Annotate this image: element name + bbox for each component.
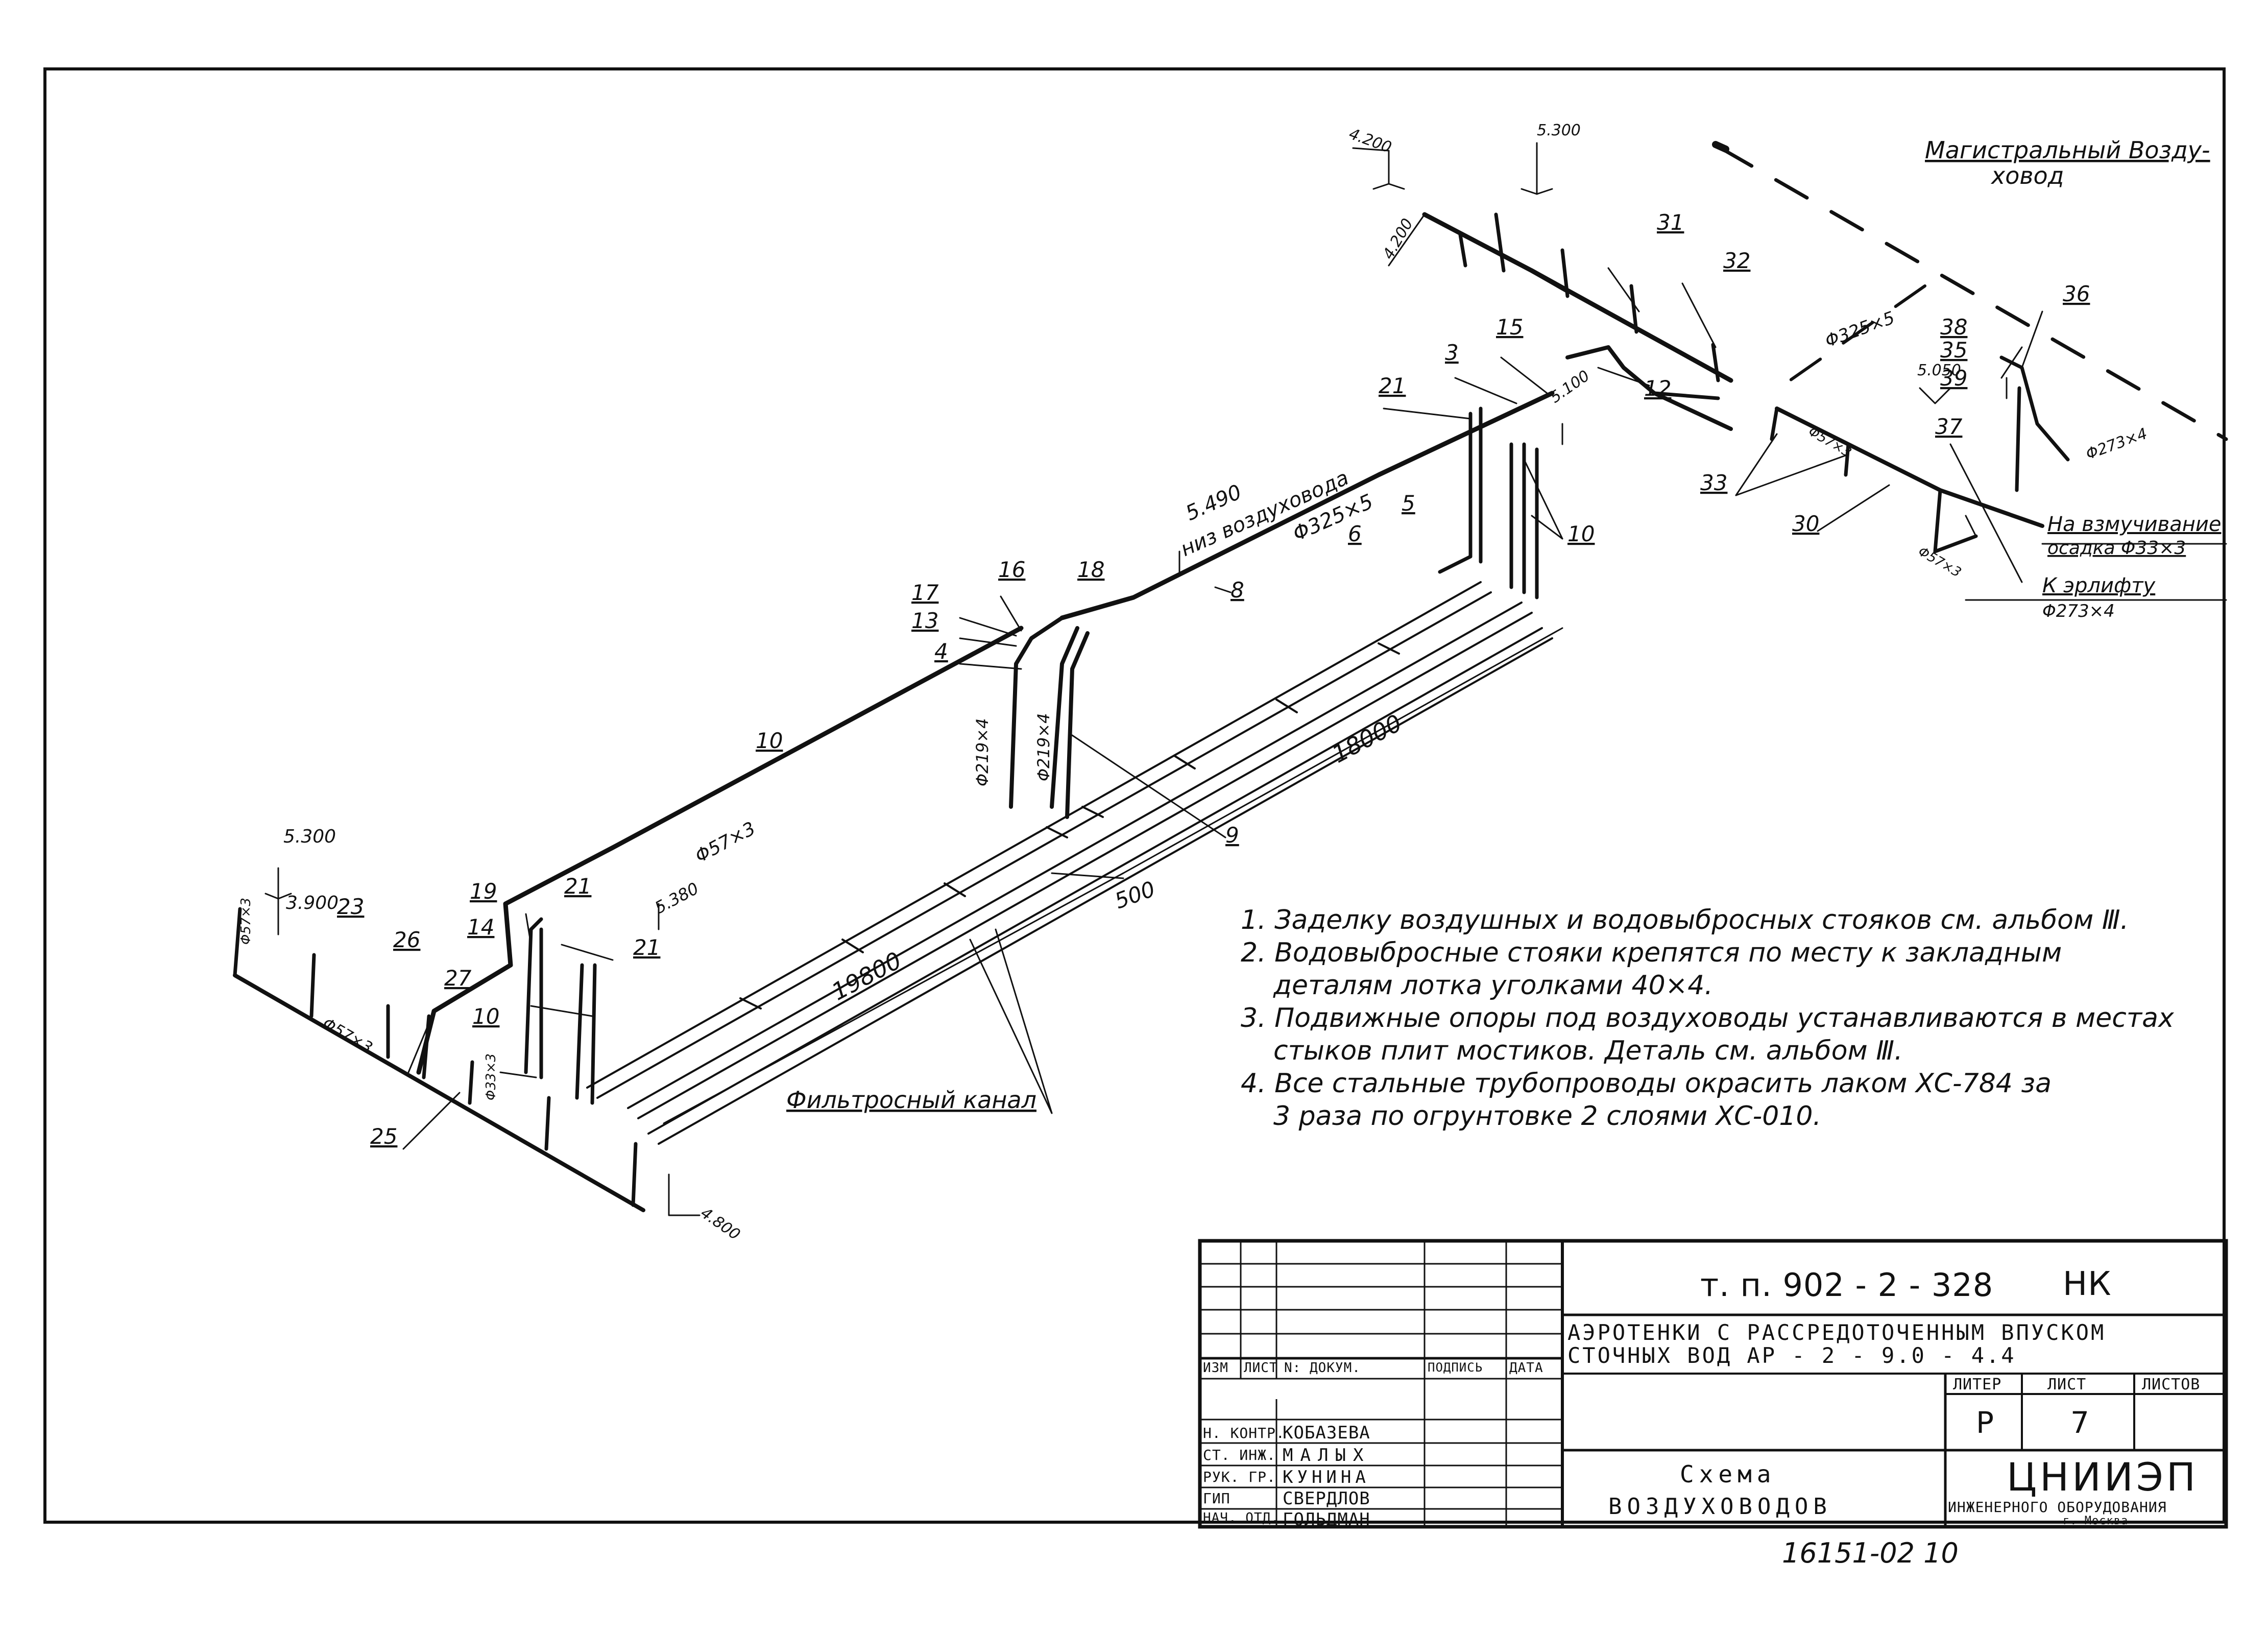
callout: 10	[472, 1004, 499, 1029]
elevation-mark: 5.300	[283, 826, 336, 847]
staff-name: КУНИНА	[1283, 1467, 1370, 1487]
project-code: т. п. 902 - 2 - 328	[1700, 1266, 1994, 1304]
callout: 10	[756, 728, 783, 753]
callout: 31	[1657, 210, 1684, 235]
airlift-label-1: К эрлифту	[2042, 574, 2156, 597]
callout: 3	[1445, 340, 1459, 365]
elevation-mark: 5.050	[1917, 362, 1961, 379]
callout: 21	[633, 935, 660, 960]
callout: 9	[1225, 823, 1239, 848]
sheet-title-line-2: ВОЗДУХОВОДОВ	[1608, 1494, 1832, 1520]
callout: 8	[1230, 578, 1244, 603]
staff-role: СТ. ИНЖ.	[1203, 1447, 1276, 1463]
staff-role: Н. КОНТР.	[1203, 1425, 1285, 1441]
callout: 18	[1077, 557, 1104, 582]
drawing-frame	[43, 67, 2226, 1524]
main-air-duct	[1712, 141, 2228, 441]
dimension-lines	[663, 627, 1563, 1124]
callout: 15	[1496, 315, 1523, 340]
callout: 35	[1940, 338, 1967, 363]
pipe-size: Φ33×3	[484, 1053, 499, 1100]
callout: 27	[444, 966, 472, 991]
col-header-list: ЛИСТ	[1244, 1360, 1278, 1376]
leader-lines	[402, 267, 2227, 1150]
callout: 23	[337, 894, 364, 919]
organization-subtitle: ИНЖЕНЕРНОГО ОБОРУДОВАНИЯ	[1948, 1499, 2167, 1516]
callout-numbers: 31 32 12 15 3 21 5 6 8 10 16 18 17 13 4 …	[337, 210, 2090, 1149]
callout: 10	[1567, 521, 1595, 546]
stage-header: ЛИТЕР	[1953, 1376, 2002, 1393]
callout: 26	[393, 927, 420, 952]
callout: 21	[1379, 373, 1406, 398]
general-notes: 1. Заделку воздушных и водовыбросных сто…	[1241, 904, 2174, 1133]
callout: 30	[1792, 511, 1819, 536]
staff-name: МАЛЫХ	[1283, 1445, 1371, 1465]
airlift-label-2: Φ273×4	[2042, 601, 2115, 621]
sludge-agitation-label-2: осадка Φ33×3	[2047, 538, 2186, 559]
staff-name: СВЕРДЛОВ	[1283, 1488, 1370, 1509]
elevation-mark: 3.900	[286, 893, 339, 914]
sheet-title-line-1: Схема	[1680, 1460, 1776, 1488]
staff-role: НАЧ. ОТД.	[1203, 1510, 1280, 1526]
callout: 4	[934, 639, 948, 664]
callout: 39	[1940, 366, 1967, 391]
callout: 36	[2063, 281, 2090, 306]
main-duct-label-1: Магистральный Возду-	[1925, 136, 2210, 164]
stage-value: Р	[1976, 1405, 1994, 1440]
filter-channel-label: Фильтросный канал	[786, 1086, 1036, 1114]
elevation-mark: 5.300	[1537, 122, 1581, 139]
filter-channel	[586, 581, 1553, 1145]
col-header-sign: ПОДПИСЬ	[1428, 1360, 1483, 1375]
object-name-line-2: СТОЧНЫХ ВОД АР - 2 - 9.0 - 4.4	[1567, 1343, 2016, 1368]
col-header-doc: N: ДОКУМ.	[1284, 1360, 1361, 1376]
note-line: стыков плит мостиков. Деталь см. альбом …	[1273, 1036, 1903, 1066]
object-name-line-1: АЭРОТЕНКИ С РАССРЕДОТОЧЕННЫМ ВПУСКОМ	[1567, 1320, 2106, 1345]
pipe-size: Φ57×3	[238, 898, 254, 945]
note-line: деталям лотка уголками 40×4.	[1273, 970, 1713, 1001]
callout: 12	[1644, 376, 1671, 401]
callout: 14	[467, 915, 494, 940]
callout: 25	[370, 1124, 397, 1149]
note-line: 3 раза по огрунтовке 2 слоями ХС-010.	[1273, 1101, 1822, 1132]
callout: 38	[1940, 315, 1967, 340]
col-header-date: ДАТА	[1509, 1360, 1543, 1376]
callout: 21	[564, 874, 591, 899]
staff-role: РУК. ГР.	[1203, 1469, 1276, 1485]
pipe-size: Φ219×4	[973, 718, 992, 786]
lower-branch	[233, 907, 645, 1212]
sludge-agitation-label-1: На взмучивание	[2047, 513, 2221, 536]
note-line: 4. Все стальные трубопроводы окрасить ла…	[1241, 1068, 2052, 1099]
note-line: 3. Подвижные опоры под воздуховоды устан…	[1241, 1003, 2174, 1034]
sheets-header: ЛИСТОВ	[2142, 1376, 2201, 1393]
archive-number: 16151-02 10	[1782, 1537, 1959, 1569]
staff-role: ГИП	[1203, 1490, 1230, 1507]
air-duct-325	[416, 391, 1555, 1075]
note-line: 1. Заделку воздушных и водовыбросных сто…	[1241, 905, 2129, 935]
pipe-size: Φ219×4	[1034, 713, 1053, 781]
organization-name: ЦНИИЭП	[2007, 1454, 2199, 1500]
organization-city: г. Москва	[2063, 1515, 2129, 1527]
sheet-number: 7	[2070, 1405, 2090, 1440]
callout: 5	[1402, 491, 1415, 516]
callout: 13	[911, 608, 938, 633]
sheet-header: ЛИСТ	[2047, 1376, 2087, 1393]
callout: 16	[998, 557, 1025, 582]
drawing-mark: НК	[2063, 1265, 2112, 1303]
col-header-izm: ИЗМ	[1203, 1360, 1228, 1376]
staff-name: ГОЛЬДМАН	[1283, 1509, 1370, 1530]
callout: 33	[1700, 470, 1727, 495]
callout: 37	[1935, 414, 1963, 439]
staff-name: КОБАЗЕВА	[1283, 1423, 1370, 1443]
callout: 32	[1723, 248, 1750, 273]
callout: 17	[911, 580, 939, 605]
callout: 6	[1348, 521, 1362, 546]
main-duct-label-2: ховод	[1990, 162, 2064, 189]
elevation-markers	[264, 142, 1951, 1216]
note-line: 2. Водовыбросные стояки крепятся по мест…	[1241, 938, 2062, 968]
callout: 19	[470, 879, 497, 904]
upper-branch-pipes	[1422, 212, 2070, 554]
